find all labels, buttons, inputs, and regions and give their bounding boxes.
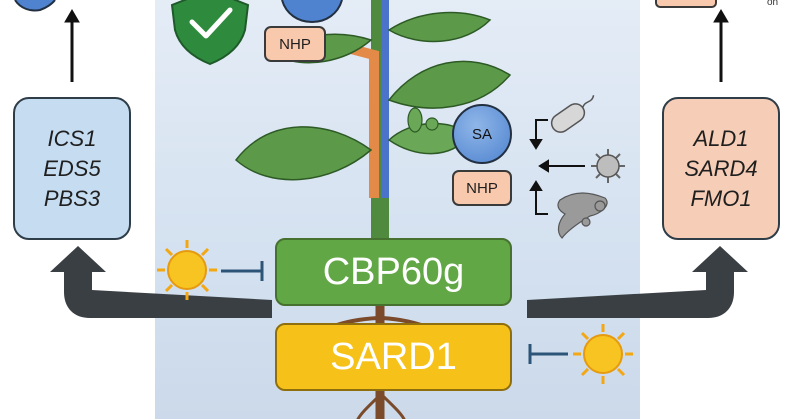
sa-circle-partial: [14, 0, 56, 12]
shield-check-icon: [170, 0, 250, 66]
gene-sard4: SARD4: [684, 155, 758, 181]
sa-biosynthesis-genes-box: ICS1 EDS5 PBS3: [13, 97, 131, 240]
nhp-transport-line: [334, 40, 379, 198]
sa-circle-top: [281, 0, 343, 24]
sa-circle: SA: [452, 104, 512, 164]
fungus-icon: [557, 192, 608, 239]
nhp-label: NHP: [466, 179, 498, 197]
pathogen-arrows: [529, 119, 585, 215]
sard1-label: SARD1: [330, 335, 457, 378]
sa-transport-line: [381, 0, 389, 198]
bacterium-icon: [550, 95, 595, 133]
virus-icon: [591, 149, 625, 183]
gene-ald1: ALD1: [693, 125, 749, 151]
cbp60g-label: CBP60g: [322, 250, 465, 293]
cbp60g-inhibition: [221, 261, 264, 281]
clipped-text: on: [767, 0, 779, 8]
flower-bud: [407, 107, 439, 133]
gene-fmo1: FMO1: [690, 185, 752, 211]
sa-label: SA: [471, 125, 492, 143]
sun-icon: [573, 324, 633, 384]
nhp-box: NHP: [452, 170, 512, 206]
cbp60g-box: CBP60g: [275, 238, 512, 306]
pathway-arrows: [50, 246, 748, 318]
sard1-inhibition: [528, 344, 568, 364]
sard1-box: SARD1: [275, 323, 512, 391]
gene-eds5: EDS5: [43, 155, 101, 181]
upward-arrows: [64, 9, 729, 82]
sun-icon: [157, 240, 217, 300]
gene-pbs3: PBS3: [43, 185, 101, 211]
gene-ics1: ICS1: [47, 125, 97, 151]
nhp-biosynthesis-genes-box: ALD1 SARD4 FMO1: [662, 97, 780, 240]
nhp-label: NHP: [279, 35, 311, 53]
nhp-box-partial: [655, 0, 717, 8]
nhp-box-top: NHP: [264, 26, 326, 62]
